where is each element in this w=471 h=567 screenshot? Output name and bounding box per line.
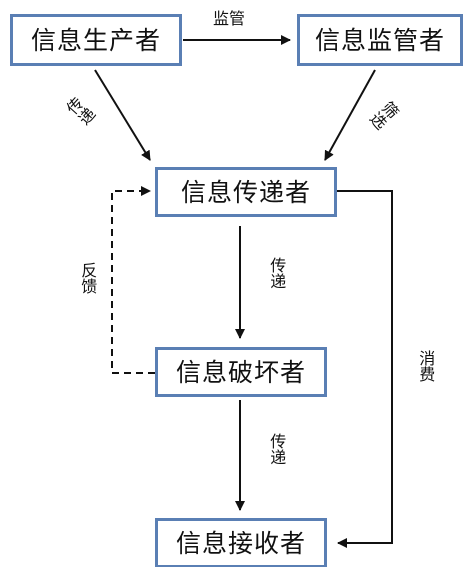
edge-label-transmit-lower: 传递 bbox=[267, 433, 287, 465]
arrow-producer-to-transmitter bbox=[94, 69, 151, 161]
node-transmitter: 信息传递者 bbox=[155, 167, 337, 217]
edge-label-transmit-middle: 传递 bbox=[267, 257, 287, 289]
node-receiver: 信息接收者 bbox=[155, 518, 327, 567]
node-supervisor: 信息监管者 bbox=[297, 14, 463, 66]
edge-label-consume: 消费 bbox=[416, 350, 436, 382]
arrow-consume-loop bbox=[337, 190, 393, 548]
node-producer: 信息生产者 bbox=[10, 14, 182, 66]
arrow-supervisor-to-transmitter bbox=[324, 69, 376, 161]
edge-label-feedback: 反馈 bbox=[78, 262, 98, 294]
arrow-feedback-loop bbox=[111, 186, 155, 374]
node-destroyer: 信息破坏者 bbox=[155, 347, 327, 397]
edge-label-supervise: 监管 bbox=[213, 9, 246, 28]
